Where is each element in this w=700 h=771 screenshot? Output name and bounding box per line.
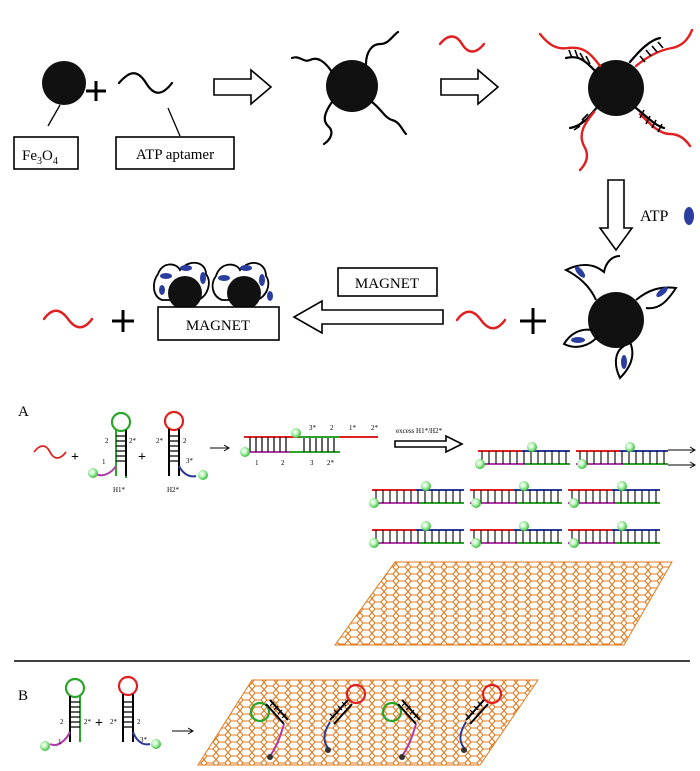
excess-hairpin-arrow <box>394 434 464 454</box>
magnet-label-box <box>337 267 438 297</box>
svg-text:2*: 2* <box>110 718 118 726</box>
magnet-block-label: MAGNET <box>186 318 250 334</box>
hcr-duplex-unit <box>369 521 464 548</box>
svg-text:H2*: H2* <box>167 486 180 494</box>
svg-text:2*: 2* <box>371 424 379 432</box>
magnetic-separation-arrow <box>292 299 444 335</box>
hcr-duplex-unit <box>470 521 562 548</box>
svg-text:H1*: H1* <box>113 486 126 494</box>
hcr-polymer-rows <box>369 442 696 548</box>
hybridized-bead <box>538 28 694 172</box>
graphene-oxide-sheet-b <box>197 679 539 766</box>
fe3o4-label-box <box>13 136 79 170</box>
released-dna-strand-right <box>455 310 507 330</box>
atp-label: ATP <box>640 208 669 225</box>
excess-label: excess H1*/H2* <box>396 427 443 435</box>
plus-sign <box>112 310 134 332</box>
svg-text:3*: 3* <box>186 457 194 465</box>
complementary-dna-strand <box>438 35 486 53</box>
svg-text:2*: 2* <box>156 437 164 445</box>
plus-sign <box>86 81 106 101</box>
hcr-duplex-unit <box>568 481 660 508</box>
aptamer-label: ATP aptamer <box>136 147 214 163</box>
svg-text:+: + <box>138 450 146 465</box>
step-arrow-b <box>172 727 194 735</box>
svg-text:+: + <box>95 716 103 731</box>
atp-addition-arrow <box>598 179 634 252</box>
hybridization-arrow <box>440 68 500 106</box>
svg-text:2: 2 <box>60 718 64 726</box>
atp-bound-bead <box>562 255 678 380</box>
panel-a-label: A <box>18 404 29 420</box>
svg-text:+: + <box>71 450 79 465</box>
target-h1-duplex: 3* 2 1* 2* 1 2 3 2* <box>240 424 379 467</box>
svg-text:1*: 1* <box>349 424 357 432</box>
plus-sign <box>520 308 546 334</box>
graphene-oxide-sheet <box>334 561 673 646</box>
step-arrow <box>210 444 230 452</box>
released-dna-strand <box>42 309 94 329</box>
svg-text:1: 1 <box>58 738 62 746</box>
magnet-label: MAGNET <box>355 276 419 292</box>
hcr-duplex-unit <box>576 442 668 469</box>
hcr-duplex-unit <box>369 481 464 508</box>
svg-text:2: 2 <box>137 718 141 726</box>
fe3o4-label: Fe3O4 <box>22 148 58 167</box>
aptamer-label-box <box>115 136 235 170</box>
hairpin-h1-b: 2 2* 1 <box>40 677 92 751</box>
svg-text:2*: 2* <box>129 437 137 445</box>
svg-text:2: 2 <box>330 424 334 432</box>
hairpin-h1: 2 2* 1 H1* <box>88 411 137 494</box>
hcr-duplex-unit <box>470 481 562 508</box>
svg-text:3*: 3* <box>309 424 317 432</box>
svg-text:3*: 3* <box>140 736 148 744</box>
svg-text:2: 2 <box>281 459 285 467</box>
atp-molecule-icon <box>684 207 694 225</box>
aptamer-functionalized-bead <box>290 30 408 146</box>
svg-text:2: 2 <box>105 437 109 445</box>
target-dna <box>33 445 67 459</box>
hairpin-h2: 2* 2 3* H2* <box>156 410 208 494</box>
panel-b-label: B <box>18 688 28 704</box>
svg-text:2*: 2* <box>327 459 335 467</box>
fe3o4-nanoparticle <box>42 61 86 105</box>
svg-text:1: 1 <box>255 459 259 467</box>
hairpin-h2-b: 2* 2 3* <box>110 675 161 749</box>
hcr-duplex-unit <box>475 442 570 469</box>
svg-text:2*: 2* <box>84 718 92 726</box>
svg-text:3: 3 <box>310 459 314 467</box>
atp-aptamer-strand <box>117 72 174 94</box>
magnet-with-beads: MAGNET <box>153 261 280 341</box>
conjugation-arrow <box>213 68 273 106</box>
adsorbed-hairpins <box>249 683 503 760</box>
svg-text:1: 1 <box>102 458 106 466</box>
hcr-duplex-unit <box>568 521 660 548</box>
svg-text:2: 2 <box>183 437 187 445</box>
